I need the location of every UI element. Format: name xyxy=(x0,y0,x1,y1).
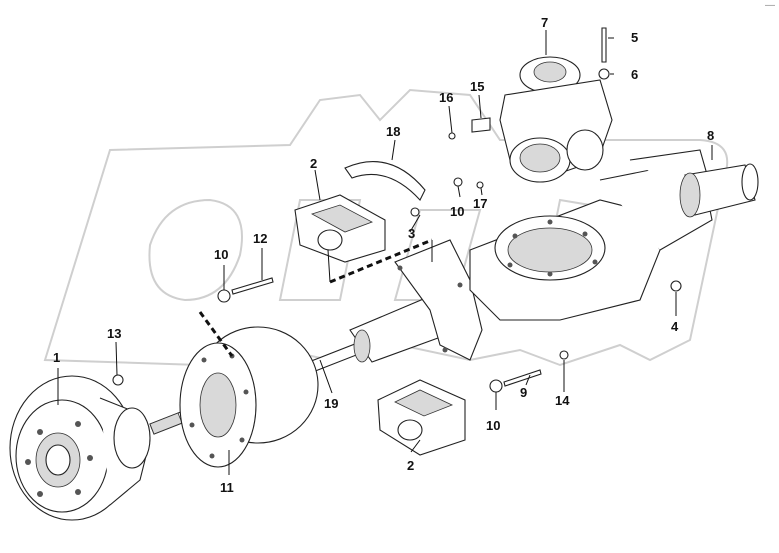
part-2-caliper-upper xyxy=(294,194,386,263)
callout-9: 9 xyxy=(520,385,527,400)
callout-5: 5 xyxy=(631,30,638,45)
callout-16: 16 xyxy=(439,90,453,105)
callout-6: 6 xyxy=(631,67,638,82)
callout-13: 13 xyxy=(107,326,121,341)
part-1-wheel-hub xyxy=(9,375,151,521)
callout-2-lower: 2 xyxy=(407,458,414,473)
callout-10-b: 10 xyxy=(486,418,500,433)
callout-19: 19 xyxy=(324,396,338,411)
callout-8: 8 xyxy=(707,128,714,143)
callout-18: 18 xyxy=(386,124,400,139)
callout-10-a: 10 xyxy=(214,247,228,262)
callout-2-upper: 2 xyxy=(310,156,317,171)
part-8-spindle xyxy=(679,163,759,218)
part-2-caliper-lower xyxy=(377,379,466,456)
leader-lines xyxy=(57,30,713,475)
callout-11: 11 xyxy=(220,480,234,495)
callout-7: 7 xyxy=(541,15,548,30)
callout-4: 4 xyxy=(671,319,679,334)
axle-tube-left xyxy=(349,239,483,363)
part-18-shield xyxy=(344,161,426,201)
callout-14: 14 xyxy=(555,393,570,408)
callout-3: 3 xyxy=(408,226,415,241)
callout-17: 17 xyxy=(473,196,487,211)
callout-10-c: 10 xyxy=(450,204,464,219)
callout-12: 12 xyxy=(253,231,267,246)
corner-mark: — xyxy=(765,0,775,11)
dashed-connectors xyxy=(198,238,433,357)
hardware-parts xyxy=(112,27,682,393)
part-7-differential xyxy=(499,56,613,183)
callout-1: 1 xyxy=(53,350,60,365)
part-11-brake-disc xyxy=(179,326,319,468)
callout-labels: 1 2 2 3 4 5 6 7 8 9 10 10 10 11 12 13 14… xyxy=(53,15,714,495)
callout-15: 15 xyxy=(470,79,484,94)
